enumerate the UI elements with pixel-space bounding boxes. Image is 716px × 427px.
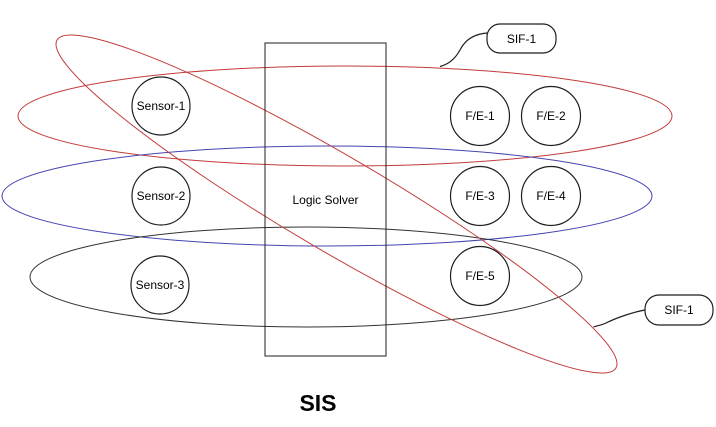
sensor-3-label: Sensor-3 [136,278,185,292]
node-fe-5: F/E-5 [449,245,511,307]
callout-sif1-bottom-right: SIF-1 [644,294,714,326]
fe-1-circle [449,85,511,147]
logic-solver-label: Logic Solver [292,193,358,207]
fe-5-label: F/E-5 [465,269,495,283]
fe-2-label: F/E-2 [536,109,566,123]
fe-5-circle [449,245,511,307]
fe-4-circle [520,165,582,227]
sif-group-ellipse-blue [1,145,653,247]
fe-4-label: F/E-4 [536,189,566,203]
sensor-1-circle [131,76,191,136]
fe-3-label: F/E-3 [465,189,495,203]
callout-sif1-top-label: SIF-1 [507,32,537,46]
fe-3-circle [449,165,511,227]
sensor-3-circle [130,255,190,315]
fe-1-label: F/E-1 [465,109,495,123]
node-fe-3: F/E-3 [449,165,511,227]
sensor-2-label: Sensor-2 [137,189,186,203]
sif-group-ellipse-red-diagonal [55,34,618,374]
callout-sif1-top-box [486,23,557,54]
callout-connector-top [439,32,488,68]
fe-2-circle [520,85,582,147]
sif-group-ellipse-red-horizontal [17,65,673,167]
sensor-2-circle [131,166,191,226]
diagram-title: SIS [299,390,336,416]
node-sensor-3: Sensor-3 [130,255,190,315]
callout-connector-bottom-right [593,309,646,328]
callout-sif1-bottom-right-box [644,294,714,326]
node-fe-4: F/E-4 [520,165,582,227]
node-sensor-2: Sensor-2 [131,166,191,226]
sensor-1-label: Sensor-1 [137,99,186,113]
callout-sif1-top: SIF-1 [486,23,557,54]
logic-solver-box [264,42,387,357]
sif-group-ellipse-black [29,226,583,328]
node-fe-1: F/E-1 [449,85,511,147]
node-sensor-1: Sensor-1 [131,76,191,136]
node-fe-2: F/E-2 [520,85,582,147]
callout-sif1-bottom-right-label: SIF-1 [664,303,694,317]
